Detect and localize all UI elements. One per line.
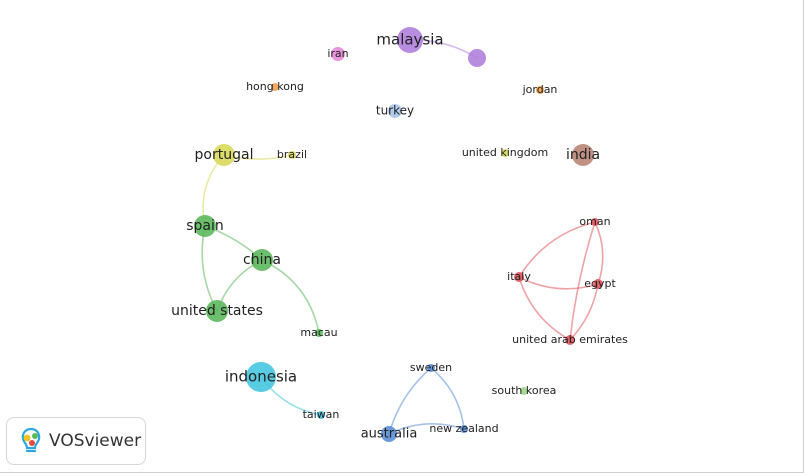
- vosviewer-label: VOSviewer: [49, 431, 142, 451]
- node-label-china[interactable]: china: [243, 252, 281, 268]
- node-label-indonesia[interactable]: indonesia: [225, 368, 297, 386]
- label-layer: malaysia iran hong kong jordan turkey portuga…: [171, 31, 628, 442]
- node-south-korea[interactable]: [520, 387, 528, 395]
- node-label-australia[interactable]: australia: [361, 427, 418, 442]
- node-indonesia[interactable]: [246, 362, 276, 392]
- node-label-taiwan[interactable]: taiwan: [303, 408, 340, 421]
- node-italy[interactable]: [514, 272, 524, 282]
- node-label-spain[interactable]: spain: [186, 218, 224, 234]
- node-sweden[interactable]: [427, 364, 435, 372]
- node-macau[interactable]: [315, 329, 323, 337]
- node-label-oman[interactable]: oman: [579, 215, 610, 228]
- node-taiwan[interactable]: [317, 411, 325, 419]
- node-label-south-korea[interactable]: south korea: [492, 384, 557, 397]
- link-oman-uae[interactable]: [569, 221, 596, 341]
- link-italy-egypt[interactable]: [518, 276, 599, 290]
- node-label-malaysia[interactable]: malaysia: [376, 31, 443, 49]
- node-oman[interactable]: [591, 218, 599, 226]
- node-new-zealand[interactable]: [460, 425, 468, 433]
- node-malaysia[interactable]: [397, 27, 423, 53]
- node-label-iran[interactable]: iran: [327, 47, 348, 60]
- node-australia[interactable]: [381, 426, 397, 442]
- node-spain[interactable]: [194, 215, 216, 237]
- link-sweden-new_zealand[interactable]: [430, 367, 465, 430]
- node-layer: [194, 27, 603, 442]
- node-egypt[interactable]: [593, 279, 603, 289]
- link-oman-egypt[interactable]: [594, 221, 604, 285]
- link-oman-italy[interactable]: [518, 221, 596, 278]
- node-label-uae[interactable]: united arab emirates: [512, 333, 628, 346]
- link-spain-united_states[interactable]: [201, 225, 218, 312]
- node-turkey[interactable]: [388, 104, 402, 118]
- node-china[interactable]: [251, 249, 273, 271]
- link-egypt-uae[interactable]: [569, 283, 599, 341]
- node-united-kingdom[interactable]: [501, 149, 509, 157]
- node-label-united-states[interactable]: united states: [171, 303, 263, 319]
- node-iran[interactable]: [331, 47, 345, 61]
- node-malaysia-unlabeled[interactable]: [468, 49, 486, 67]
- node-uae[interactable]: [565, 335, 575, 345]
- vosviewer-logo-icon: [21, 427, 41, 453]
- node-label-italy[interactable]: italy: [507, 270, 531, 283]
- node-united-states[interactable]: [206, 300, 228, 322]
- node-label-sweden[interactable]: sweden: [410, 361, 452, 374]
- vosviewer-badge[interactable]: VOSviewer: [6, 417, 146, 465]
- node-label-egypt[interactable]: egypt: [584, 277, 616, 290]
- node-india[interactable]: [572, 144, 594, 166]
- node-brazil[interactable]: [288, 151, 296, 159]
- node-hong-kong[interactable]: [271, 83, 279, 91]
- node-label-macau[interactable]: macau: [300, 326, 337, 339]
- node-label-india[interactable]: india: [566, 147, 600, 163]
- node-jordan[interactable]: [536, 86, 544, 94]
- node-label-new-zealand[interactable]: new zealand: [429, 422, 498, 435]
- node-label-brazil[interactable]: brazil: [277, 148, 307, 161]
- node-label-portugal[interactable]: portugal: [195, 147, 254, 163]
- node-label-turkey[interactable]: turkey: [376, 104, 414, 118]
- node-portugal[interactable]: [213, 144, 235, 166]
- node-label-jordan[interactable]: jordan: [522, 83, 558, 96]
- node-label-united-kingdom[interactable]: united kingdom: [462, 146, 548, 159]
- link-italy-uae[interactable]: [518, 276, 571, 341]
- link-china-macau[interactable]: [261, 259, 320, 334]
- node-label-hong-kong[interactable]: hong kong: [246, 80, 304, 93]
